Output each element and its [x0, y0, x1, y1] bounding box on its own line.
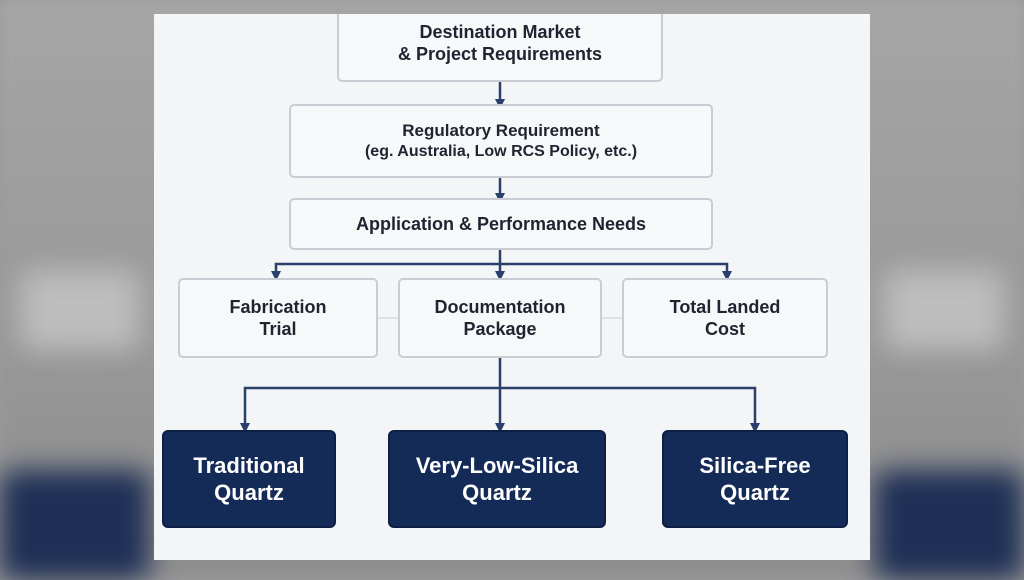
blurred-background-shape [20, 270, 140, 350]
branch-application-to-cost [500, 262, 732, 281]
blurred-background-shape [874, 470, 1024, 580]
application-needs-box: Application & Performance Needs [289, 198, 713, 250]
fabrication-trial-box: Fabrication Trial [178, 278, 378, 358]
documentation-package-box: Documentation Package [398, 278, 602, 358]
very-low-silica-quartz-box: Very-Low-Silica Quartz [388, 430, 606, 528]
traditional-quartz-line1: Traditional [193, 452, 305, 478]
flowchart-panel: Destination Market & Project Requirement… [154, 14, 870, 560]
total-landed-cost-box: Total Landed Cost [622, 278, 828, 358]
regulatory-requirement-line2: (eg. Australia, Low RCS Policy, etc.) [364, 142, 638, 160]
branch-to-silica-free [500, 386, 760, 433]
destination-market-box: Destination Market & Project Requirement… [337, 14, 663, 82]
application-needs-label: Application & Performance Needs [355, 213, 647, 234]
fabrication-trial-line1: Fabrication [229, 296, 327, 317]
silica-free-quartz-line1: Silica-Free [699, 452, 811, 478]
regulatory-requirement-line1: Regulatory Requirement [402, 121, 600, 141]
regulatory-requirement-box: Regulatory Requirement (eg. Australia, L… [289, 104, 713, 178]
branch-application-to-fabrication [271, 262, 500, 281]
total-landed-cost-line2: Cost [704, 319, 745, 339]
total-landed-cost-line1: Total Landed [669, 296, 781, 317]
silica-free-quartz-box: Silica-Free Quartz [662, 430, 848, 528]
destination-market-line1: Destination Market [419, 21, 581, 42]
documentation-package-line2: Package [463, 319, 537, 339]
silica-free-quartz-line2: Quartz [720, 480, 790, 505]
traditional-quartz-box: Traditional Quartz [162, 430, 336, 528]
branch-to-traditional [240, 386, 500, 433]
destination-market-line2: & Project Requirements [397, 44, 603, 64]
traditional-quartz-line2: Quartz [214, 480, 284, 505]
blurred-background-shape [0, 470, 150, 580]
documentation-package-line1: Documentation [434, 296, 566, 317]
fabrication-trial-line2: Trial [259, 319, 297, 339]
connector-lines [240, 82, 760, 433]
very-low-silica-quartz-line1: Very-Low-Silica [415, 452, 579, 478]
blurred-background-shape [884, 270, 1004, 350]
very-low-silica-quartz-line2: Quartz [462, 480, 532, 505]
